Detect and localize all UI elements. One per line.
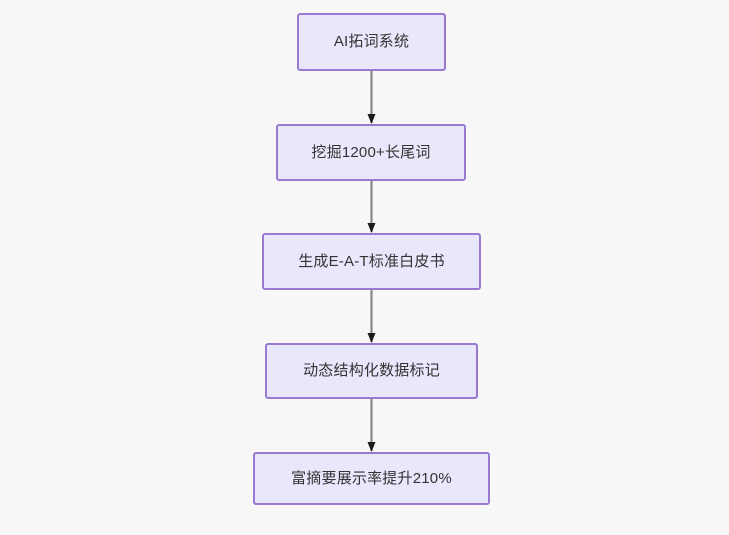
node-label: 生成E-A-T标准白皮书 <box>298 252 445 270</box>
flowchart-node-ai-keyword-system[interactable]: AI拓词系统 <box>297 13 446 71</box>
node-label: 挖掘1200+长尾词 <box>311 143 431 161</box>
flowchart-node-dynamic-structured-data-markup[interactable]: 动态结构化数据标记 <box>265 343 478 399</box>
flowchart-node-generate-eat-whitepaper[interactable]: 生成E-A-T标准白皮书 <box>262 233 481 290</box>
node-label: 动态结构化数据标记 <box>303 362 440 380</box>
flowchart-node-rich-snippet-rate-increase[interactable]: 富摘要展示率提升210% <box>253 452 490 505</box>
node-label: 富摘要展示率提升210% <box>291 469 452 487</box>
node-label: AI拓词系统 <box>333 33 410 51</box>
flowchart-node-mine-longtail-keywords[interactable]: 挖掘1200+长尾词 <box>276 124 466 181</box>
